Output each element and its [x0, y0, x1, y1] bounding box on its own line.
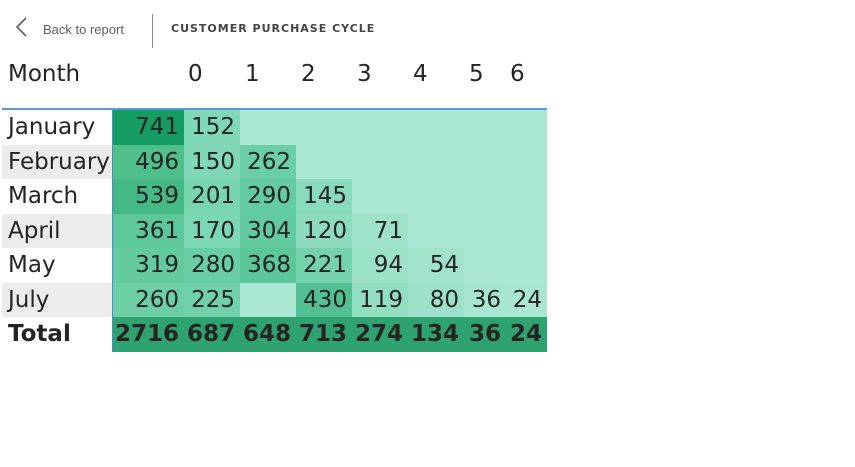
value-cell[interactable]: 71: [352, 213, 408, 248]
row-header-label: Month: [8, 61, 81, 87]
toolbar-divider: [152, 14, 153, 48]
row-label[interactable]: April: [2, 213, 112, 248]
row-label[interactable]: January: [8, 114, 96, 140]
value-cell[interactable]: 741: [112, 110, 184, 145]
top-bar: Back to report CUSTOMER PURCHASE CYCLE: [0, 0, 855, 50]
empty-cell: [240, 110, 547, 145]
total-cell: 713: [296, 317, 352, 352]
empty-cell: [296, 144, 547, 179]
total-cell: 687: [184, 317, 240, 352]
back-to-report-button[interactable]: Back to report: [14, 17, 124, 41]
value-cell[interactable]: 260: [112, 282, 184, 317]
empty-cell: [408, 213, 547, 248]
row-label[interactable]: February: [2, 144, 112, 179]
value-cell[interactable]: 170: [184, 213, 240, 248]
total-label: Total: [2, 317, 112, 352]
total-cell: 134: [408, 317, 464, 352]
empty-cell: [464, 248, 547, 283]
value-cell[interactable]: 225: [184, 282, 240, 317]
value-cell[interactable]: 304: [240, 213, 296, 248]
value-cell[interactable]: 361: [112, 213, 184, 248]
value-cell[interactable]: 539: [112, 179, 184, 214]
total-cell: 2716: [112, 317, 184, 352]
column-header[interactable]: 5: [469, 61, 484, 87]
back-label: Back to report: [43, 21, 124, 37]
row-label[interactable]: July: [2, 282, 112, 317]
chevron-left-icon: [14, 16, 28, 42]
value-cell[interactable]: 54: [408, 248, 464, 283]
row-label[interactable]: May: [8, 252, 56, 278]
value-cell[interactable]: 24: [506, 282, 547, 317]
value-cell[interactable]: 280: [184, 248, 240, 283]
value-cell[interactable]: 150: [184, 144, 240, 179]
header-divider: [2, 108, 547, 110]
empty-cell: [240, 282, 296, 317]
column-header[interactable]: 1: [245, 61, 260, 87]
value-cell[interactable]: 120: [296, 213, 352, 248]
total-cell: 24: [506, 317, 547, 352]
value-cell[interactable]: 290: [240, 179, 296, 214]
total-cell: 36: [464, 317, 506, 352]
value-cell[interactable]: 36: [464, 282, 506, 317]
column-header[interactable]: 2: [301, 61, 316, 87]
value-cell[interactable]: 152: [184, 110, 240, 145]
column-header[interactable]: 6: [510, 61, 525, 87]
total-cell: 648: [240, 317, 296, 352]
page-title: CUSTOMER PURCHASE CYCLE: [171, 22, 376, 35]
column-header[interactable]: 0: [188, 61, 203, 87]
value-cell[interactable]: 496: [112, 144, 184, 179]
value-cell[interactable]: 262: [240, 144, 296, 179]
value-cell[interactable]: 201: [184, 179, 240, 214]
value-cell[interactable]: 430: [296, 282, 352, 317]
row-label[interactable]: March: [8, 183, 79, 209]
column-header[interactable]: 3: [357, 61, 372, 87]
value-cell[interactable]: 119: [352, 282, 408, 317]
value-cell[interactable]: 80: [408, 282, 464, 317]
empty-cell: [352, 179, 547, 214]
value-cell[interactable]: 368: [240, 248, 296, 283]
value-cell[interactable]: 94: [352, 248, 408, 283]
row-header-divider: [112, 110, 113, 352]
column-header[interactable]: 4: [413, 61, 428, 87]
value-cell[interactable]: 221: [296, 248, 352, 283]
total-cell: 274: [352, 317, 408, 352]
value-cell[interactable]: 145: [296, 179, 352, 214]
value-cell[interactable]: 319: [112, 248, 184, 283]
